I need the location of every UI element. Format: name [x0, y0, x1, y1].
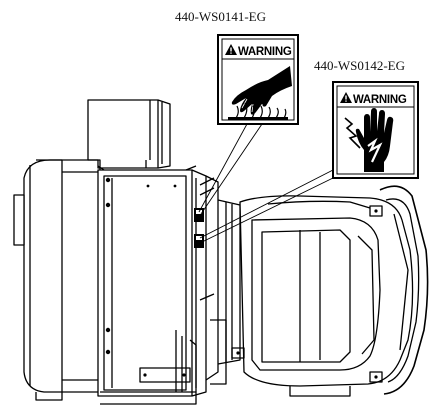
electric-shock-icon	[344, 108, 394, 172]
warning-triangle-icon	[225, 44, 237, 55]
warning-triangle-icon	[340, 92, 352, 103]
part-label-2: 440-WS0142-EG	[314, 58, 405, 73]
fastener-holes	[105, 177, 378, 379]
warning-decal-2: WARNING	[332, 81, 419, 179]
machine-body	[13, 99, 429, 405]
leader-lines	[198, 123, 334, 243]
decal-2-header: WARNING	[353, 94, 407, 106]
part-label-1: 440-WS0141-EG	[175, 9, 266, 24]
hot-surface-burn-icon	[228, 66, 292, 120]
decal-1-header: WARNING	[238, 46, 292, 58]
warning-decal-1: WARNING	[217, 34, 299, 125]
